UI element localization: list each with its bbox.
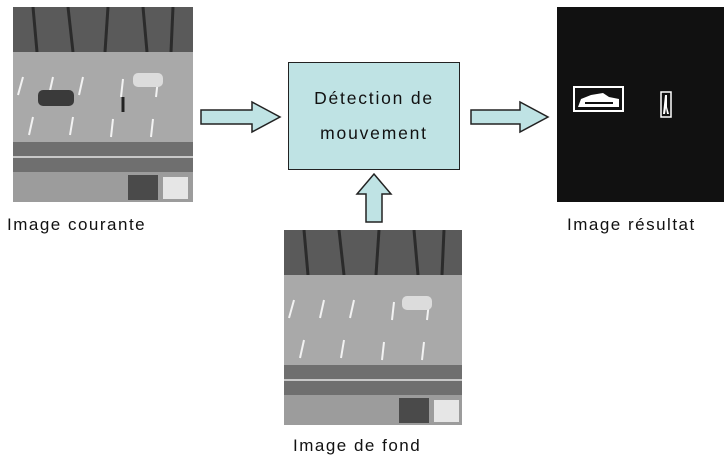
result-image-caption: Image résultat (567, 215, 696, 234)
arrow-right-icon (200, 100, 282, 134)
motion-detection-box: Détection de mouvement (288, 62, 460, 170)
process-box-line2: mouvement (320, 123, 428, 143)
process-box-line1: Détection de (314, 88, 434, 108)
background-image-caption: Image de fond (293, 436, 422, 455)
background-image (284, 230, 462, 425)
result-image (557, 7, 724, 202)
arrow-right-icon (470, 100, 550, 134)
current-image-caption: Image courante (7, 215, 147, 234)
current-image (13, 7, 193, 202)
arrow-up-icon (354, 172, 394, 224)
